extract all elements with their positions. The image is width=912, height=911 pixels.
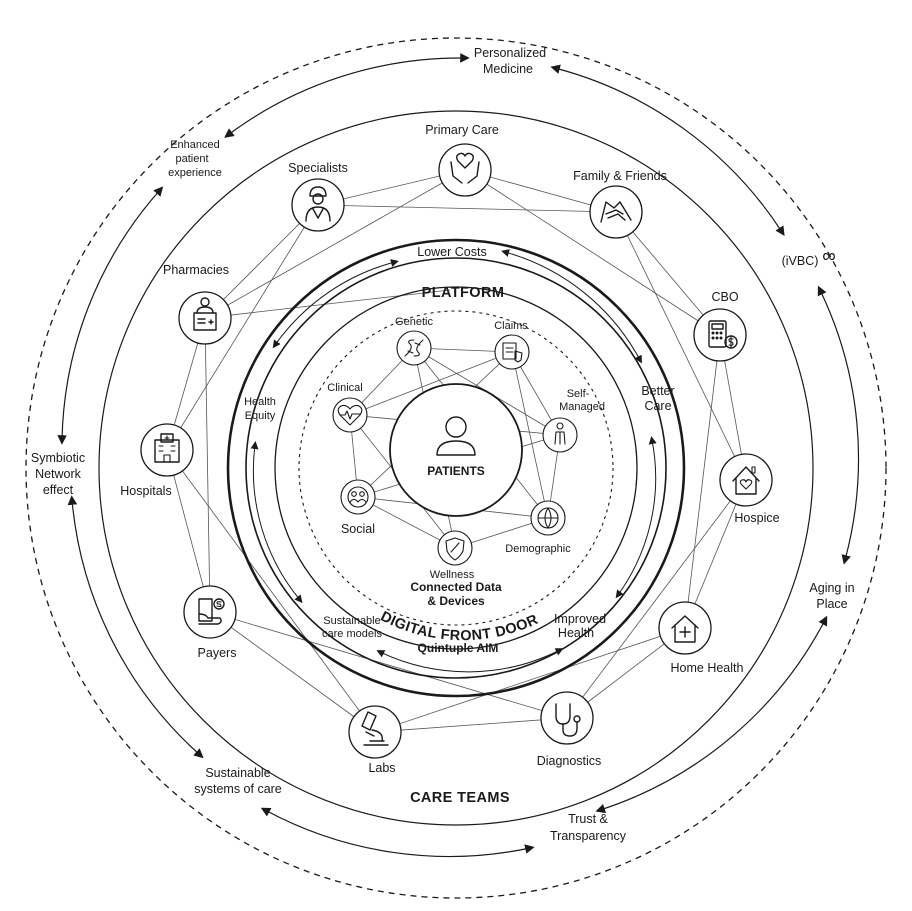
health-equity-label-1: Health <box>244 396 276 408</box>
sustainable-care-models-label-2: care models <box>322 628 382 640</box>
heart-pulse-icon <box>337 404 363 426</box>
house-cross-icon <box>671 615 699 643</box>
labs-node: Labs <box>348 705 402 775</box>
hospital-icon <box>154 433 180 463</box>
platform-inner-ring <box>245 257 667 679</box>
connected-data-label-1: Connected Data <box>410 580 502 594</box>
payers-label: Payers <box>198 646 237 660</box>
quintuple-aim-label: Quintuple AIM <box>418 641 499 655</box>
data-dashed-ring <box>298 310 614 626</box>
primary-care-node: Primary Care <box>425 123 499 197</box>
patients-label: PATIENTS <box>427 464 485 478</box>
enhanced-experience-label-1: Enhanced <box>170 139 220 151</box>
outer-dashed-ring <box>25 37 887 899</box>
aging-in-place-label-2: Place <box>816 597 847 611</box>
hospice-node: Hospice <box>719 453 780 525</box>
specialists-node: Specialists <box>288 161 348 232</box>
ivbc-label: (iVBC) <box>782 254 819 268</box>
hospitals-label: Hospitals <box>120 484 171 498</box>
dna-icon <box>404 339 424 357</box>
aim-arcs <box>250 249 657 673</box>
care-team-boundary <box>98 110 814 826</box>
enhanced-experience-label-3: experience <box>168 167 222 179</box>
house-heart-icon <box>732 466 760 495</box>
family-friends-label: Family & Friends <box>573 169 667 183</box>
care-teams-label: CARE TEAMS <box>410 790 510 806</box>
heart-hands-icon <box>450 152 480 184</box>
home-health-label: Home Health <box>671 661 744 675</box>
improved-health-label-1: Improved <box>554 612 606 626</box>
diagnostics-node: Diagnostics <box>537 691 602 768</box>
wellness-node: Wellness <box>430 530 475 581</box>
social-node: Social <box>340 479 376 536</box>
personalized-medicine-label-1: Personalized <box>474 46 546 60</box>
connected-data-label-2: & Devices <box>427 594 485 608</box>
clinical-node: Clinical <box>327 382 368 433</box>
sustainable-systems-label-1: Sustainable <box>205 766 270 780</box>
specialists-label: Specialists <box>288 161 348 175</box>
personalized-medicine-label-2: Medicine <box>483 62 533 76</box>
clinical-label: Clinical <box>327 382 362 394</box>
payers-node: Payers <box>183 585 237 660</box>
trust-transparency-label-2: Transparency <box>550 829 627 843</box>
claims-document-icon <box>502 342 523 363</box>
stethoscope-icon <box>555 703 581 737</box>
claims-label: Claims <box>494 320 528 332</box>
better-care-label-1: Better <box>641 384 674 398</box>
aging-in-place-label-1: Aging in <box>809 581 854 595</box>
symbiotic-network-label-2: Network <box>35 467 82 481</box>
sustainable-care-models-label-1: Sustainable <box>323 615 381 627</box>
platform-label: PLATFORM <box>422 285 505 301</box>
improved-health-label-2: Health <box>558 626 594 640</box>
symbiotic-network-label-3: effect <box>43 483 74 497</box>
health-equity-label-2: Equity <box>245 410 276 422</box>
wellness-label: Wellness <box>430 569 475 581</box>
hospitals-node: Hospitals <box>120 423 194 498</box>
self-managed-label-2: Managed <box>559 401 605 413</box>
outcome-arcs <box>57 53 860 858</box>
patients-node: PATIENTS <box>389 383 523 517</box>
labs-label: Labs <box>368 761 395 775</box>
pharmacies-label: Pharmacies <box>163 263 229 277</box>
home-health-node: Home Health <box>658 601 744 675</box>
pharmacist-icon <box>193 297 217 331</box>
doctor-icon <box>305 186 331 222</box>
social-label: Social <box>341 522 375 536</box>
genetic-node: Genetic <box>395 316 433 366</box>
hospice-label: Hospice <box>734 511 779 525</box>
self-managed-label-1: Self- <box>567 388 590 400</box>
shield-icon <box>445 537 465 561</box>
primary-care-label: Primary Care <box>425 123 499 137</box>
handshake-icon <box>600 201 632 223</box>
family-friends-node: Family & Friends <box>573 169 667 239</box>
cbo-node: CBO <box>693 290 747 362</box>
genetic-label: Genetic <box>395 316 433 328</box>
demographic-label: Demographic <box>505 543 571 555</box>
lower-costs-label: Lower Costs <box>417 245 486 259</box>
demographic-node: Demographic <box>505 500 571 555</box>
people-circle-icon <box>347 486 369 508</box>
pharmacies-node: Pharmacies <box>163 263 232 345</box>
sustainable-systems-label-2: systems of care <box>194 782 282 796</box>
infinity-icon: ∞ <box>822 246 836 267</box>
person-icon <box>436 416 476 456</box>
microscope-icon <box>361 711 389 746</box>
cbo-label: CBO <box>711 290 738 304</box>
platform-outer-ring <box>226 238 686 698</box>
payment-icon <box>198 598 225 625</box>
calculator-icon <box>708 320 738 349</box>
claims-node: Claims <box>494 320 530 370</box>
self-managed-person-icon <box>554 422 566 445</box>
better-care-label-2: Care <box>644 399 671 413</box>
diagnostics-label: Diagnostics <box>537 754 602 768</box>
self-managed-node: Self- Managed <box>542 388 605 453</box>
symbiotic-network-label-1: Symbiotic <box>31 451 85 465</box>
enhanced-experience-label-2: patient <box>175 153 208 165</box>
trust-transparency-label-1: Trust & <box>568 812 608 826</box>
globe-people-icon <box>537 507 559 529</box>
